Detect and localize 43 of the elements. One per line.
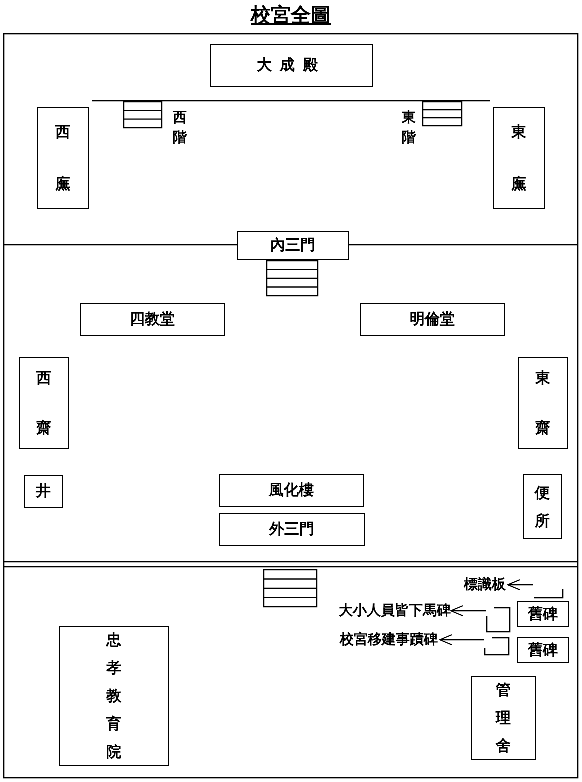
building-box (210, 44, 373, 87)
building-name: 東廡 (511, 122, 527, 195)
building-name: 明倫堂 (410, 310, 455, 329)
building-box (237, 231, 349, 260)
building-box (518, 357, 568, 449)
stairs-label: 東階 (401, 109, 417, 148)
building-box (37, 107, 89, 209)
building-name: 西廡 (55, 122, 71, 195)
building-name: 井 (36, 482, 51, 501)
building-name: 管理舍 (496, 680, 512, 757)
title: 校宮全圖 (250, 2, 332, 29)
building-box (219, 513, 365, 546)
leader-arrow (507, 579, 533, 591)
inscription-label: 標識板 (463, 576, 507, 594)
building-box (24, 475, 63, 508)
building-box (523, 474, 562, 539)
inscription-label: 校宮移建事蹟碑 (339, 631, 439, 649)
building-box (493, 107, 545, 209)
building-name: 便所 (534, 482, 550, 532)
building-box (219, 474, 364, 507)
stairs-label: 西階 (172, 109, 188, 148)
building-name: 外三門 (270, 520, 314, 539)
building-box (19, 357, 69, 449)
building-name: 忠孝教育院 (106, 630, 122, 763)
building-name: 內三門 (270, 236, 316, 255)
building-box (471, 676, 536, 760)
building-name: 西齋 (36, 368, 52, 439)
leader-arrow (450, 605, 486, 617)
building-box (80, 303, 225, 336)
inscription-label: 大小人員皆下馬碑 (339, 602, 450, 620)
building-box (517, 637, 569, 663)
building-name: 大成殿 (257, 56, 326, 75)
building-box (360, 303, 505, 336)
building-box (59, 626, 169, 766)
bracket-mark (484, 637, 510, 656)
building-name: 東齋 (535, 368, 551, 439)
building-name: 風化樓 (269, 481, 314, 500)
building-name: 舊碑 (528, 640, 558, 660)
building-name: 四教堂 (130, 310, 175, 329)
leader-arrow (439, 634, 484, 646)
bracket-mark (486, 607, 511, 633)
building-box (517, 601, 569, 627)
building-name: 舊碑 (528, 604, 558, 624)
